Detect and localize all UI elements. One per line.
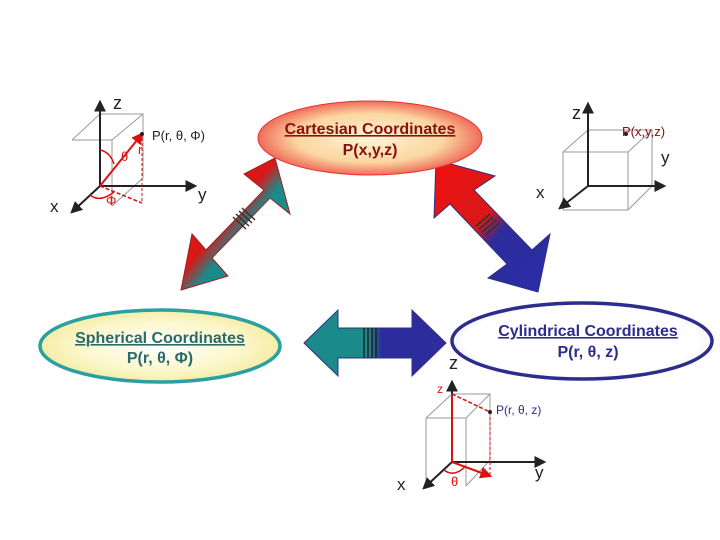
cylindrical-r-label: r [481, 464, 486, 479]
arrow-cartesian-spherical [180, 157, 291, 291]
cylindrical-theta-arc [443, 465, 467, 474]
spherical-y-label: y [198, 185, 207, 204]
spherical-r-label: r [138, 142, 143, 157]
cartesian-point-marker [624, 132, 628, 136]
cylindrical-point-formula: P(r, θ, z) [557, 344, 618, 361]
arrow-cartesian-cylindrical-stripes [475, 213, 500, 236]
cylindrical-title: Cylindrical Coordinates [498, 323, 678, 340]
cartesian-z-label: z [572, 103, 581, 123]
cartesian-bounding-box [562, 129, 653, 211]
spherical-theta-label: θ [121, 149, 128, 164]
phi-arc [89, 191, 115, 200]
spherical-axes-diagram: z y x θ r Φ P(r, θ, Φ) [50, 93, 207, 216]
spherical-z-label: z [113, 93, 122, 113]
arrow-spherical-cylindrical [303, 308, 447, 378]
spherical-point-label: P(r, θ, Φ) [152, 128, 205, 143]
cartesian-point-formula: P(x,y,z) [343, 142, 398, 159]
cartesian-x-label: x [536, 183, 545, 202]
cartesian-x-axis [558, 185, 589, 210]
cylindrical-x-axis [422, 461, 453, 490]
cylindrical-point-label: P(r, θ, z) [496, 403, 541, 417]
spherical-title: Spherical Coordinates [75, 330, 245, 347]
cylindrical-r-vector [451, 461, 493, 479]
cylindrical-title-ellipse: Cylindrical Coordinates P(r, θ, z) [450, 301, 714, 381]
spherical-point-formula: P(r, θ, Φ) [127, 350, 193, 367]
spherical-point-marker [140, 132, 144, 136]
theta-arc [99, 149, 115, 165]
cylindrical-z-small-label: z [437, 382, 443, 396]
spherical-x-label: x [50, 197, 59, 216]
spherical-r-vector [99, 132, 144, 187]
cylindrical-z-label: z [449, 353, 458, 373]
cylindrical-y-label: y [535, 463, 544, 482]
spherical-projection [99, 185, 143, 204]
arrow-cartesian-cylindrical [433, 159, 551, 293]
arrow-cartesian-spherical-stripes [232, 207, 256, 230]
cylindrical-point-marker [488, 410, 492, 414]
spherical-x-axis [70, 185, 101, 214]
cartesian-title: Cartesian Coordinates [285, 121, 456, 138]
cylindrical-top-line [451, 393, 491, 413]
cartesian-axes-diagram: z y x P(x,y,z) [536, 101, 670, 211]
spherical-phi-label: Φ [106, 193, 116, 208]
cartesian-point-label: P(x,y,z) [622, 124, 665, 139]
spherical-bounding-box [71, 113, 144, 207]
cylindrical-axes-diagram: z z y x θ r P(r, θ, z) [397, 353, 547, 494]
cylindrical-x-label: x [397, 475, 406, 494]
cartesian-title-ellipse: Cartesian Coordinates P(x,y,z) [257, 100, 483, 176]
spherical-title-ellipse: Spherical Coordinates P(r, θ, Φ) [38, 308, 282, 384]
cylindrical-theta-label: θ [451, 474, 458, 489]
arrow-spherical-cylindrical-stripes [363, 328, 377, 358]
cartesian-y-label: y [661, 148, 670, 167]
cylindrical-bounding-box [425, 393, 491, 487]
